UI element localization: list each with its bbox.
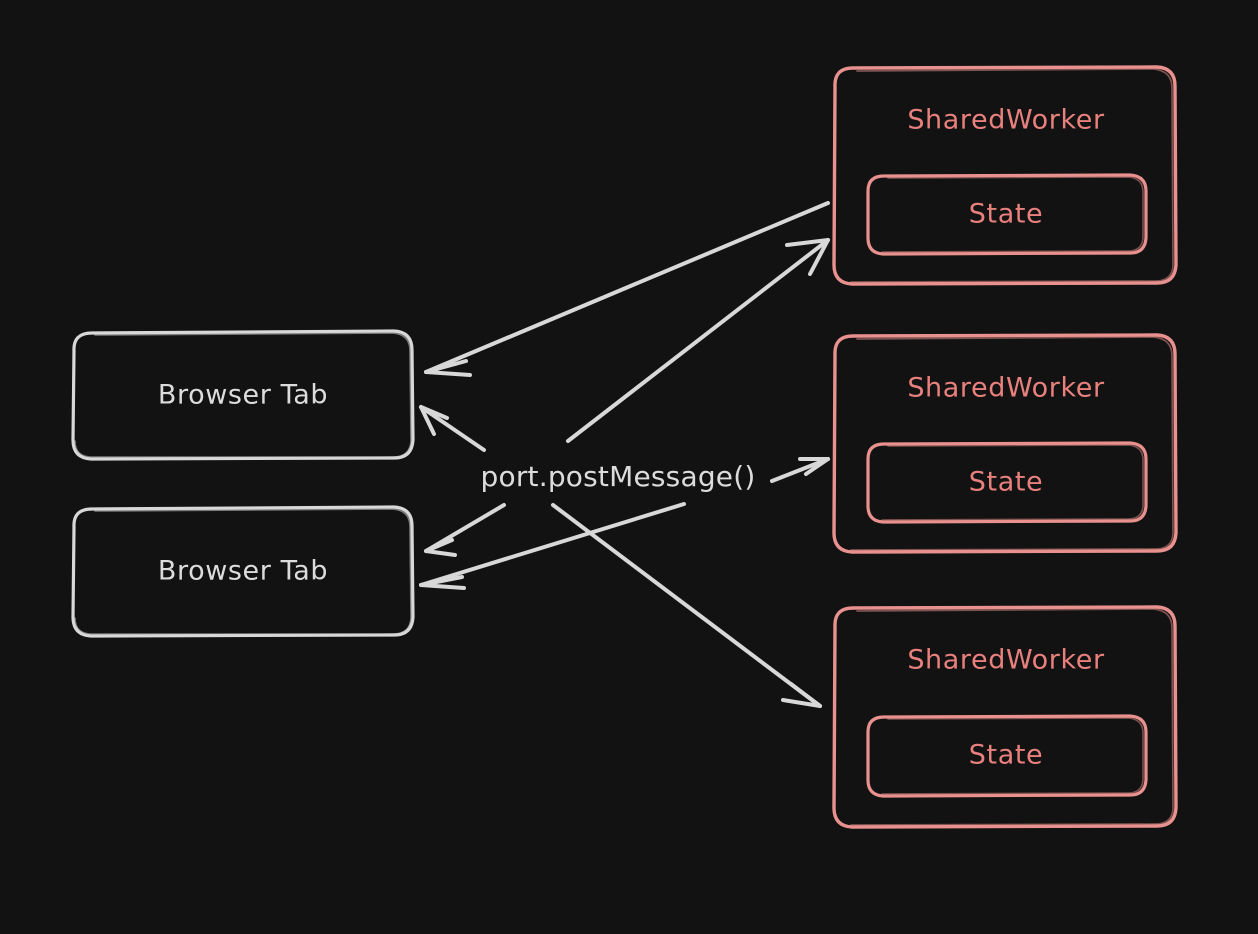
arrow-shaft <box>770 457 830 483</box>
arrow-portlabel-to-sharedworker3 <box>551 503 822 708</box>
shared-worker-1-border-sketch <box>850 68 1174 283</box>
shared-worker-3-border <box>832 605 1178 829</box>
state-box-3-border <box>866 714 1148 798</box>
state-3-label: State <box>969 740 1043 771</box>
shared-worker-2-border-sketch <box>850 336 1174 551</box>
arrow-portlabel-to-browsertab1 <box>419 405 486 452</box>
port-postmessage-label: port.postMessage() <box>470 455 766 501</box>
arrow-shaft <box>566 238 830 443</box>
shared-worker-3-node[interactable]: SharedWorker State <box>832 605 1178 829</box>
shared-worker-1-border <box>832 65 1178 286</box>
browser-tab-1-node[interactable]: Browser Tab <box>71 329 415 461</box>
shared-worker-1-node[interactable]: SharedWorker State <box>832 65 1178 286</box>
shared-worker-1-label: SharedWorker <box>907 105 1105 136</box>
arrow-head <box>781 682 822 708</box>
browser-tab-1-label: Browser Tab <box>158 380 328 411</box>
arrow-shaft <box>419 502 686 587</box>
arrow-portlabel-to-browsertab2 <box>424 503 506 557</box>
arrow-head <box>419 575 466 590</box>
edge-label-text: port.postMessage() <box>481 460 756 493</box>
arrow-head <box>424 359 472 377</box>
arrow-head <box>424 538 457 557</box>
state-2-label: State <box>969 467 1043 498</box>
arrow-head <box>798 457 830 476</box>
shared-worker-2-border <box>832 333 1178 554</box>
arrow-portlabel-to-sharedworker2 <box>770 457 830 483</box>
arrow-shaft <box>424 201 830 374</box>
arrow-portlabel-to-sharedworker1 <box>566 238 830 443</box>
arrow-sharedworker1-to-browsertab1 <box>424 201 830 377</box>
arrow-sharedworker2-to-browsertab2 <box>419 502 686 590</box>
browser-tab-2-label: Browser Tab <box>158 556 328 587</box>
shared-worker-2-label: SharedWorker <box>907 373 1105 404</box>
arrow-shaft <box>551 503 822 708</box>
state-box-2-border-sketch <box>881 444 1144 521</box>
state-box-1-border-sketch <box>881 176 1144 253</box>
shared-worker-3-border-sketch <box>850 608 1174 826</box>
label-backdrop <box>470 455 766 501</box>
state-1-label: State <box>969 199 1043 230</box>
shared-worker-3-state-box[interactable]: State <box>866 714 1148 798</box>
shared-worker-2-state-box[interactable]: State <box>866 441 1148 524</box>
browser-tab-1-border-sketch <box>74 332 412 458</box>
browser-tab-2-border-sketch <box>74 508 412 635</box>
browser-tab-2-border <box>71 505 415 638</box>
state-box-2-border <box>866 441 1148 524</box>
arrow-shaft <box>419 405 486 452</box>
shared-worker-2-node[interactable]: SharedWorker State <box>832 333 1178 554</box>
browser-tab-2-node[interactable]: Browser Tab <box>71 505 415 638</box>
state-box-3-border-sketch <box>881 717 1144 795</box>
shared-worker-1-state-box[interactable]: State <box>866 173 1148 256</box>
arrow-head <box>419 405 449 436</box>
browser-tab-1-border <box>71 329 415 461</box>
arrow-head <box>785 238 830 276</box>
state-box-1-border <box>866 173 1148 256</box>
shared-worker-3-label: SharedWorker <box>907 645 1105 676</box>
